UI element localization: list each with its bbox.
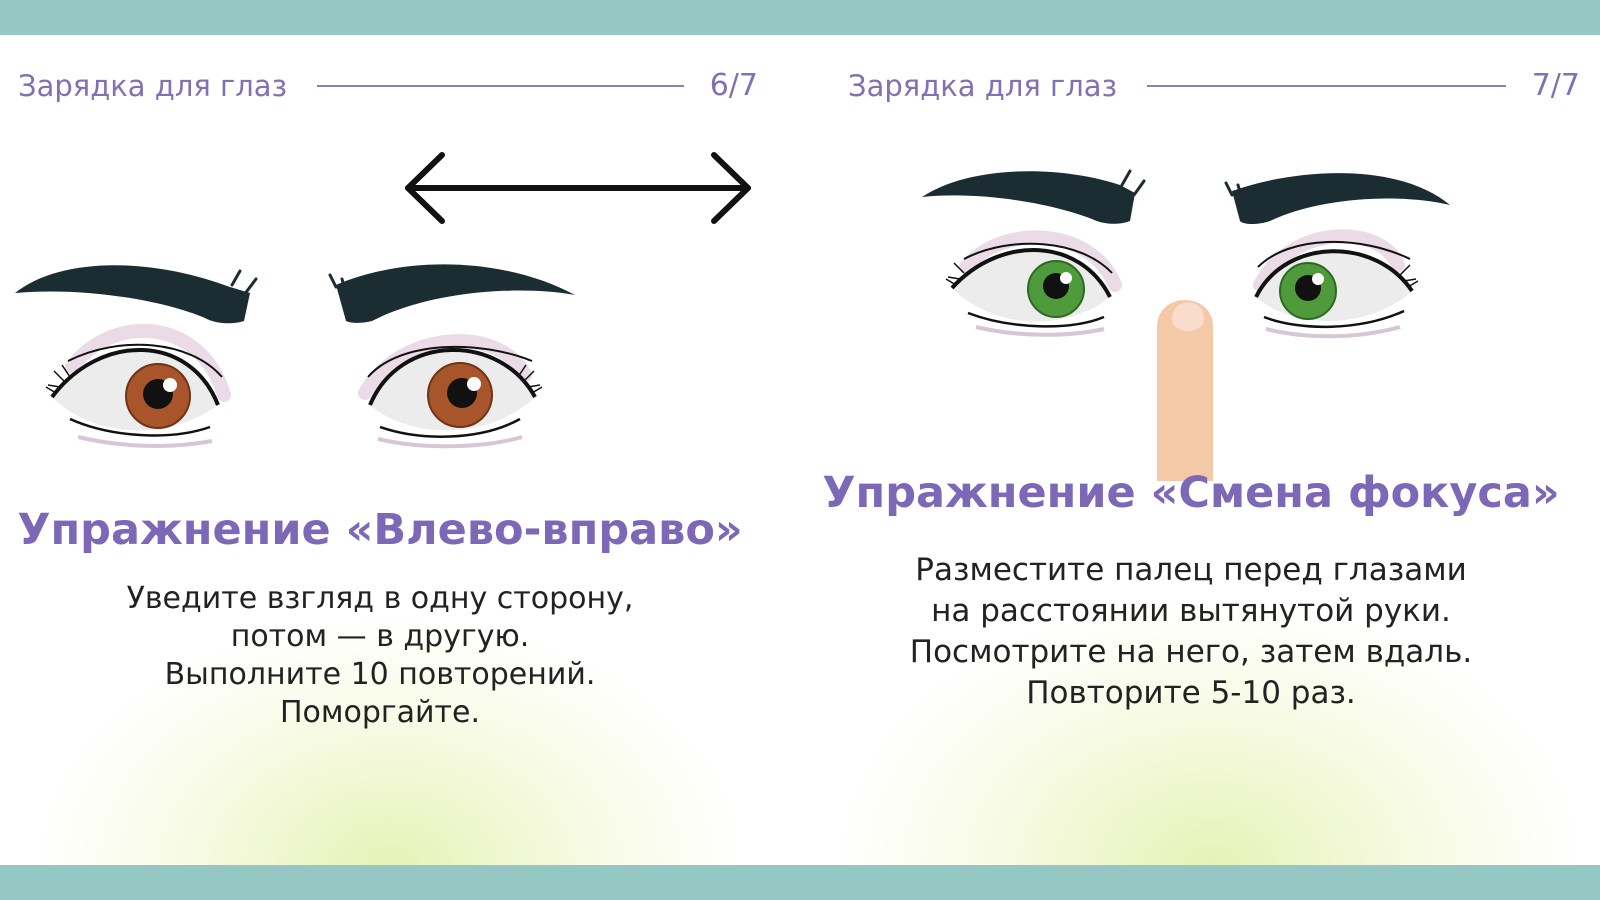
- exercise-instructions: Уведите взгляд в одну сторону, потом — в…: [0, 580, 780, 732]
- instruction-line: Уведите взгляд в одну сторону,: [126, 581, 634, 616]
- finger-icon: [1157, 300, 1213, 481]
- exercise-title: Упражнение «Смена фокуса»: [822, 468, 1560, 518]
- instruction-line: на расстоянии вытянутой руки.: [931, 593, 1451, 629]
- header-title: Зарядка для глаз: [18, 68, 287, 103]
- bottom-band: [0, 865, 1600, 900]
- instruction-line: Разместите палец перед глазами: [915, 552, 1467, 588]
- top-band: [0, 0, 1600, 35]
- header-title: Зарядка для глаз: [848, 68, 1117, 103]
- green-eye-icon: [945, 230, 1122, 337]
- eyebrow-icon: [328, 264, 575, 323]
- eyes-illustration: [15, 152, 751, 449]
- eyebrow-icon: [922, 169, 1146, 224]
- slide-header: Зарядка для глаз 6/7: [18, 68, 758, 103]
- green-eye-icon: [1253, 229, 1419, 339]
- exercise-title: Упражнение «Влево-вправо»: [17, 505, 743, 555]
- double-arrow-icon: [405, 152, 751, 224]
- slide-header: Зарядка для глаз 7/7: [848, 68, 1580, 103]
- instruction-line: Выполните 10 повторений.: [164, 657, 596, 692]
- page-counter: 6/7: [709, 68, 758, 103]
- header-divider: [317, 84, 684, 87]
- instruction-line: Повторите 5-10 раз.: [1026, 675, 1356, 711]
- instruction-line: Поморгайте.: [279, 695, 481, 730]
- slide-left-right: Зарядка для глаз 6/7: [0, 35, 800, 865]
- slide-focus-change: Зарядка для глаз 7/7: [800, 35, 1600, 865]
- eyebrow-icon: [1224, 173, 1450, 224]
- instruction-line: Посмотрите на него, затем вдаль.: [909, 634, 1473, 670]
- focus-illustration: [922, 169, 1450, 481]
- header-divider: [1147, 84, 1506, 87]
- page-counter: 7/7: [1531, 68, 1580, 103]
- instruction-line: потом — в другую.: [230, 619, 530, 654]
- exercise-instructions: Разместите палец перед глазами на рассто…: [791, 550, 1591, 714]
- eyebrow-icon: [15, 265, 258, 324]
- brown-eye-icon: [358, 334, 543, 449]
- brown-eye-icon: [45, 323, 231, 448]
